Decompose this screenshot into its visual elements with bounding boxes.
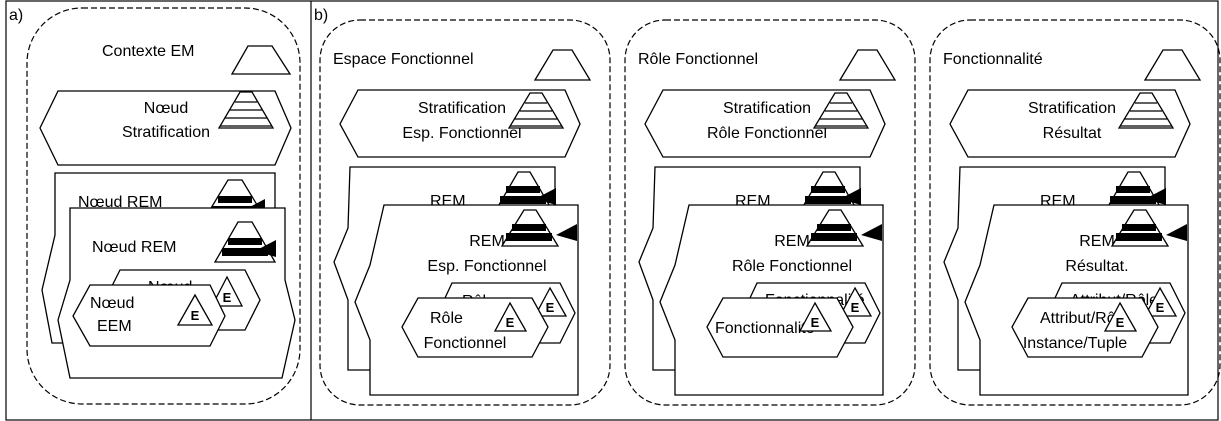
context-boundary bbox=[319, 19, 611, 406]
eem-front-e-icon: E bbox=[176, 293, 214, 326]
strat-stack-icon bbox=[812, 92, 870, 129]
strat-node-shape bbox=[339, 89, 581, 158]
panel-a-tag: a) bbox=[9, 7, 23, 24]
leaf-node-front-label-line1: Rôle bbox=[430, 310, 463, 327]
strat-stack-icon bbox=[217, 91, 275, 129]
strat-node-label-line1: Stratification bbox=[1028, 100, 1116, 117]
rem-node-front-label-line1: REM bbox=[469, 233, 505, 250]
context-triangle-icon bbox=[838, 49, 897, 81]
panel-b-tag: b) bbox=[314, 7, 328, 24]
rem-front-stack-icon bbox=[805, 209, 882, 247]
svg-text:E: E bbox=[223, 290, 232, 305]
svg-text:E: E bbox=[546, 300, 555, 315]
rem-front-stack-icon bbox=[1110, 209, 1187, 247]
rem-node-front-label-line2: Esp. Fonctionnel bbox=[427, 258, 546, 275]
leaf-front-e-icon: E bbox=[798, 301, 833, 332]
context-triangle-icon bbox=[533, 49, 592, 81]
rem-front-stack-icon bbox=[213, 221, 277, 263]
rem-back-stack-icon bbox=[1104, 171, 1166, 211]
leaf-back-e-icon: E bbox=[533, 286, 568, 317]
leaf-front-e-icon: E bbox=[1103, 301, 1138, 332]
context-label: Fonctionnalité bbox=[943, 51, 1043, 68]
strat-node-label-line1: Stratification bbox=[723, 100, 811, 117]
rem-node-front-label-line2: Rôle Fonctionnel bbox=[732, 258, 852, 275]
rem-front-stack-icon bbox=[500, 209, 577, 247]
leaf-front-e-icon: E bbox=[493, 301, 528, 332]
strat-node-label-line2: Esp. Fonctionnel bbox=[402, 125, 521, 142]
strat-node-shape bbox=[949, 89, 1191, 158]
context-label: Espace Fonctionnel bbox=[333, 51, 474, 68]
strat-node-shape bbox=[644, 89, 886, 158]
rem-node-front-label-line1: REM bbox=[1079, 233, 1115, 250]
rem-node-front-label-line1: REM bbox=[774, 233, 810, 250]
svg-text:E: E bbox=[1116, 315, 1125, 330]
context-triangle-icon bbox=[230, 45, 292, 75]
svg-text:E: E bbox=[191, 308, 200, 323]
svg-text:E: E bbox=[811, 315, 820, 330]
rem-back-stack-icon bbox=[799, 171, 861, 211]
strat-stack-icon bbox=[507, 92, 565, 129]
leaf-node-front-label: Fonctionnalité bbox=[715, 320, 815, 337]
context-triangle-icon bbox=[1143, 49, 1202, 81]
leaf-node-front-label-line2: Instance/Tuple bbox=[1023, 335, 1127, 352]
outer-frame bbox=[5, 0, 1219, 421]
context-boundary bbox=[26, 7, 301, 405]
leaf-back-e-icon: E bbox=[1143, 286, 1178, 317]
svg-text:E: E bbox=[1156, 300, 1165, 315]
eem-back-e-icon: E bbox=[210, 275, 244, 307]
context-label: Rôle Fonctionnel bbox=[638, 51, 758, 68]
svg-text:E: E bbox=[506, 315, 515, 330]
panel-a: Contexte EM Nœud Stratification Nœud REM… bbox=[26, 7, 301, 405]
eem-node-front-shape bbox=[72, 284, 226, 347]
context-boundary bbox=[929, 19, 1221, 406]
leaf-node-front-label-line1: Attribut/Rôle bbox=[1040, 310, 1128, 327]
rem-node-back-label: Nœud REM bbox=[78, 194, 162, 211]
eem-node-front-label-line1: Nœud bbox=[90, 295, 134, 312]
rem-node-front-label: Nœud REM bbox=[92, 239, 176, 256]
svg-text:E: E bbox=[851, 300, 860, 315]
eem-node-front-label-line2: EEM bbox=[97, 318, 132, 335]
strat-node-label-line2: Résultat bbox=[1043, 125, 1102, 142]
leaf-node-front-label-line2: Fonctionnel bbox=[424, 335, 507, 352]
strat-node-label-line1: Stratification bbox=[418, 100, 506, 117]
strat-node-shape bbox=[39, 90, 292, 166]
strat-stack-icon bbox=[1117, 92, 1175, 129]
strat-node-label-line2: Stratification bbox=[122, 124, 210, 141]
strat-node-label-line1: Nœud bbox=[144, 100, 188, 117]
rem-node-front-label-line2: Résultat. bbox=[1065, 258, 1128, 275]
strat-node-label-line2: Rôle Fonctionnel bbox=[707, 125, 827, 142]
leaf-back-e-icon: E bbox=[838, 286, 873, 317]
context-boundary bbox=[624, 19, 916, 406]
context-label: Contexte EM bbox=[102, 43, 194, 60]
